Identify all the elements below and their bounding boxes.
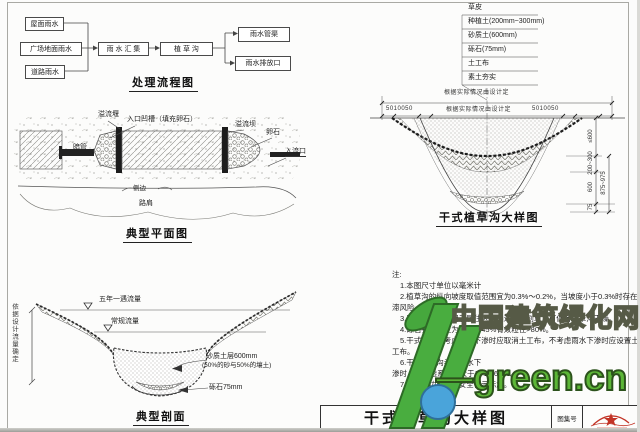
detail-drawing <box>370 14 625 220</box>
flow-box-label: 雨水管渠 <box>250 31 278 38</box>
flow-box-rain-collection: 雨 水 汇 集 <box>98 42 149 56</box>
flow-box-rain-pipe: 雨水管渠 <box>238 27 290 42</box>
flow-box-label: 植 草 沟 <box>174 45 199 53</box>
plan-label-inflow: 入流口 <box>285 148 306 157</box>
note-line: 1.本图尺寸单位以毫米计 <box>400 281 482 290</box>
detail-layer-gravel: 砾石(75mm) <box>468 46 507 53</box>
detail-layer-turf: 草皮 <box>468 4 482 11</box>
sheet-right-edge <box>637 0 640 432</box>
plan-label-inlet-groove: 入口凹槽（填充卵石） <box>127 116 197 123</box>
title-block-atlas-no-label: 图集号 <box>551 406 583 429</box>
flow-box-label: 雨水排放口 <box>245 60 281 67</box>
note-line: 3.干式植草沟适用于居住区，通过定期割草，可保持植草沟干燥。 <box>400 314 617 323</box>
section-depth-dimension-text: 依据设计流量确定 <box>10 303 18 363</box>
note-line: 工布。 <box>392 347 415 356</box>
flow-box-rain-outlet: 雨水排放口 <box>235 56 291 71</box>
detail-dim-note-top: 根据实际情况由设计定 <box>444 90 510 96</box>
plan-label-overflow-weir: 溢流堰 <box>98 111 119 118</box>
section-drawing <box>28 291 297 397</box>
section-label-normal-flow: 常规流量 <box>111 318 139 325</box>
plan-label-overflow-dam: 溢流坝 <box>235 121 256 128</box>
flow-box-label: 道路雨水 <box>31 68 59 76</box>
plan-label-culvert: 暗管 <box>73 144 87 151</box>
watermark-logo-icon <box>388 296 484 429</box>
flowchart-title: 处理流程图 <box>129 78 198 92</box>
note-line: 滞风险。 <box>392 303 422 312</box>
detail-layer-planting-soil: 种植土(200mm~300mm) <box>468 18 545 25</box>
detail-layer-sandy-soil: 砂质土(600mm) <box>468 32 518 39</box>
section-title: 典型剖面 <box>133 412 189 426</box>
notes-heading: 注: <box>392 270 402 279</box>
plan-label-cobble: 卵石 <box>266 129 280 136</box>
section-label-sandy-layer: 砂质土层600mm <box>206 353 258 360</box>
flowchart-connector-lines <box>62 22 238 72</box>
flow-box-label: 雨 水 汇 集 <box>106 45 141 53</box>
detail-title: 干式植草沟大样图 <box>436 213 542 227</box>
flow-box-roof-rainwater: 屋面雨水 <box>25 17 64 31</box>
watermark-text-cn: 中国建筑绿化网 <box>450 303 640 333</box>
plan-view-title: 典型平面图 <box>123 229 192 243</box>
detail-layer-compacted-soil: 素土夯实 <box>468 74 496 81</box>
detail-layer-geotextile: 土工布 <box>468 60 489 67</box>
watermark: 中国建筑绿化网 —green.cn <box>376 290 640 432</box>
section-label-sandy-layer-2: (50%的砂与50%的壤土) <box>202 362 272 369</box>
detail-dim-chain-left: 5010050 <box>386 106 413 112</box>
detail-dim-chain-right: 5010050 <box>532 106 559 112</box>
flow-box-grass-swale: 植 草 沟 <box>160 42 213 56</box>
detail-dim-note-mid: 根据实际情况由设计定 <box>446 107 512 113</box>
detail-vdim-gravel: 75 <box>588 203 594 211</box>
flow-box-label: 屋面雨水 <box>30 20 59 28</box>
section-label-five-year-flow: 五年一遇流量 <box>99 296 141 303</box>
flow-box-plaza-rainwater: 广场地面雨水 <box>20 42 82 56</box>
plan-view-drawing <box>14 116 300 220</box>
flow-box-road-rainwater: 道路雨水 <box>25 65 65 79</box>
note-line: 5.干式植草沟考虑雨水下渗时应取消土工布，不考虑雨水下渗时应设置土 <box>400 336 639 345</box>
section-label-gravel: 砾石75mm <box>209 384 243 391</box>
flow-box-label: 广场地面雨水 <box>30 45 72 53</box>
note-line: 2.植草沟的纵向坡度取值范围宜为0.3%～0.2%，当坡度小于0.3%时存在淤 <box>400 292 640 301</box>
watermark-text-domain: —green.cn <box>435 357 628 398</box>
sheet-bottom-edge <box>0 428 640 432</box>
plan-label-road-shoulder: 路肩 <box>139 200 153 207</box>
detail-vdim-total: 875~975 <box>601 171 607 195</box>
note-line: 6.干式植草沟考虑雨水下 <box>400 358 482 367</box>
plan-label-side-edge: 侧边 <box>133 185 146 192</box>
